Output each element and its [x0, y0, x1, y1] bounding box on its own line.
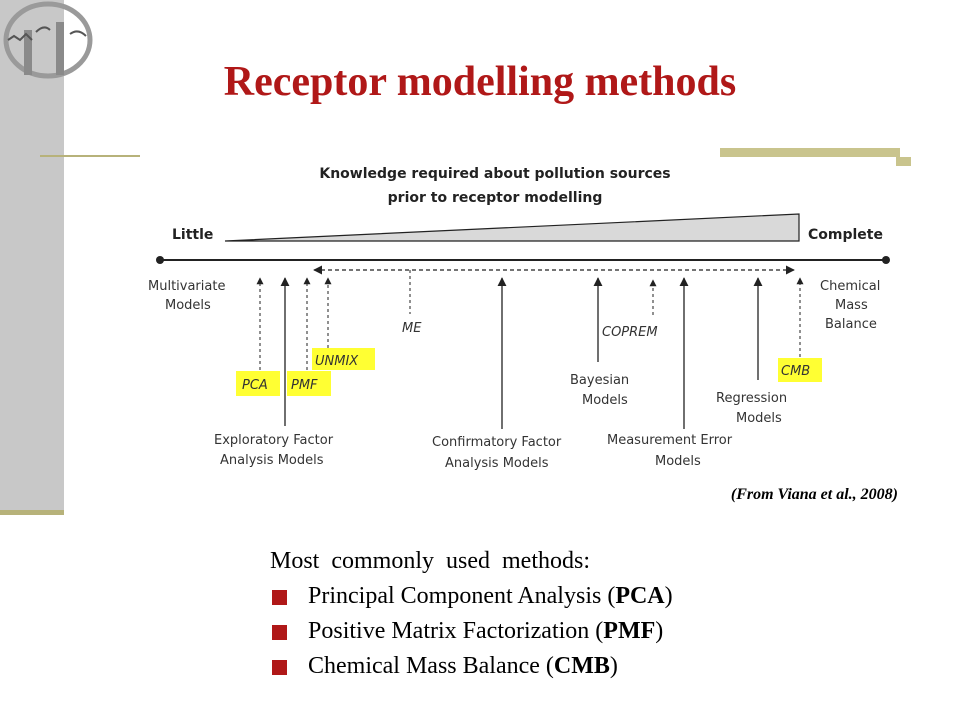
multivariate-label-line1: Multivariate [148, 279, 225, 294]
diagram-header-line1: Knowledge required about pollution sourc… [319, 166, 670, 182]
bayesian-label-line1: Bayesian [570, 373, 629, 388]
cmb-highlight [778, 358, 822, 382]
efa-label-line2: Analysis Models [220, 453, 324, 468]
coprem-label: COPREM [602, 325, 658, 340]
regression-label-line1: Regression [716, 391, 787, 406]
scale-axis-left-dot [156, 256, 164, 264]
methods-heading: Most commonly used methods: [270, 548, 590, 574]
scale-left-label: Little [172, 227, 213, 243]
diagram-header-line2: prior to receptor modelling [388, 190, 603, 206]
scale-right-label: Complete [808, 227, 883, 243]
title-rule-right-tab [896, 157, 911, 166]
method-item-cmb: Chemical Mass Balance (CMB) [270, 649, 673, 684]
square-bullet-icon [272, 590, 287, 605]
method-item-text: Positive Matrix Factorization ( [308, 618, 604, 644]
method-abbreviation: PCA [615, 583, 665, 609]
square-bullet-icon [272, 660, 287, 675]
cfa-label-line1: Confirmatory Factor [432, 435, 562, 450]
pca-highlight [236, 371, 280, 396]
cmb-label: CMB [781, 364, 810, 379]
cmb-end-label-line2: Mass [835, 298, 868, 313]
institution-logo [3, 1, 93, 79]
bayesian-label-line2: Models [582, 393, 628, 408]
method-item-text: Principal Component Analysis ( [308, 583, 616, 609]
method-abbreviation: PMF [603, 618, 656, 644]
unmix-highlight [312, 348, 375, 370]
regression-label-line2: Models [736, 411, 782, 426]
efa-label-line1: Exploratory Factor [214, 433, 334, 448]
pmf-label: PMF [291, 378, 318, 393]
title-rule-right [720, 148, 900, 157]
method-item-close: ) [609, 653, 618, 679]
method-item-close: ) [664, 583, 673, 609]
unmix-label: UNMIX [315, 354, 359, 369]
me-label: ME [402, 321, 422, 336]
cfa-label-line2: Analysis Models [445, 456, 549, 471]
slide-title: Receptor modelling methods [223, 59, 737, 105]
cmb-end-label-line1: Chemical [820, 279, 880, 294]
receptor-model-diagram: Knowledge required about pollution sourc… [148, 166, 890, 471]
pmf-highlight [287, 371, 331, 396]
measurement-error-label-line1: Measurement Error [607, 433, 733, 448]
pca-label: PCA [242, 378, 268, 393]
sidebar-bottom-edge [0, 510, 64, 515]
measurement-error-label-line2: Models [655, 454, 701, 469]
method-abbreviation: CMB [553, 653, 610, 679]
method-item-text: Chemical Mass Balance ( [308, 653, 554, 679]
multivariate-label-line2: Models [165, 298, 211, 313]
method-item-close: ) [655, 618, 664, 644]
method-item-pmf: Positive Matrix Factorization (PMF) [270, 614, 673, 649]
knowledge-wedge [224, 213, 800, 242]
square-bullet-icon [272, 625, 287, 640]
method-item-pca: Principal Component Analysis (PCA) [270, 579, 673, 614]
methods-list: Most commonly used methods: Principal Co… [270, 544, 673, 684]
scale-axis-right-dot [882, 256, 890, 264]
left-sidebar-band [0, 0, 64, 513]
cmb-end-label-line3: Balance [825, 317, 877, 332]
title-rule-left [40, 155, 140, 157]
source-citation: (From Viana et al., 2008) [730, 486, 898, 503]
